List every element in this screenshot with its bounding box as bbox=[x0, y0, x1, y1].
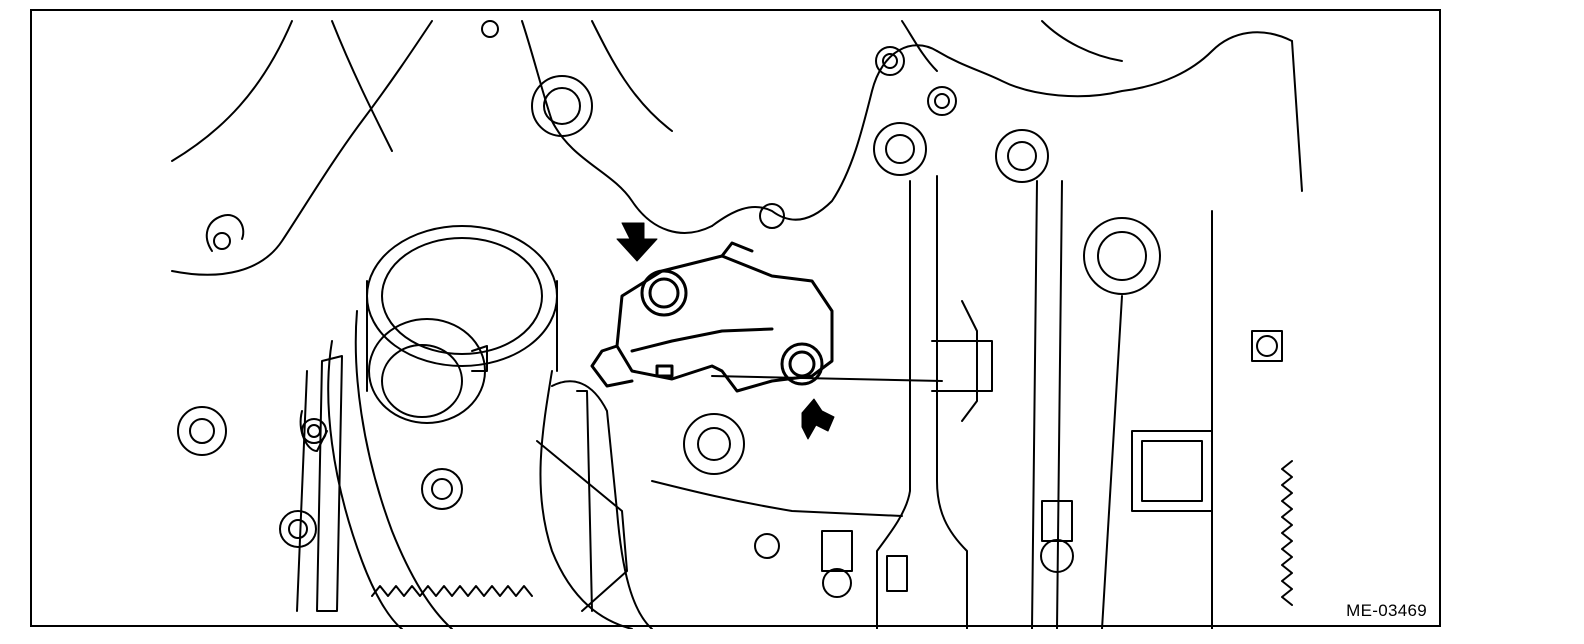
housing-bolts bbox=[177, 20, 1161, 559]
cast-ribs bbox=[651, 175, 1213, 629]
sprocket-hub bbox=[366, 225, 558, 424]
chain-guides bbox=[299, 355, 653, 629]
figure-frame: ME-03469 bbox=[30, 9, 1441, 629]
right-side-bolts bbox=[821, 330, 1283, 598]
timing-chain bbox=[296, 310, 633, 629]
arrow-up-left-icon bbox=[801, 398, 835, 440]
engine-housing-outline bbox=[171, 20, 1303, 276]
crank-gear-teeth-left bbox=[371, 585, 533, 597]
arrow-down-icon bbox=[616, 222, 658, 262]
crank-gear-teeth-right bbox=[1281, 460, 1293, 606]
figure-reference-code: ME-03469 bbox=[1346, 601, 1427, 620]
engine-timing-chain-illustration bbox=[171, 20, 1303, 629]
chain-tensioner bbox=[590, 241, 834, 393]
